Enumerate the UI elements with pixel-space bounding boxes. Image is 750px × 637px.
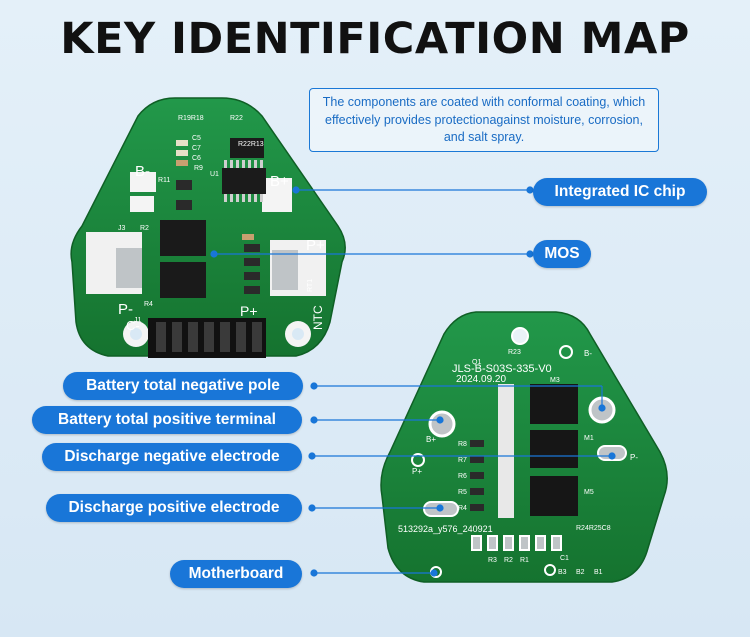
silk-r19: R19R18	[178, 115, 204, 122]
label-ic-chip: Integrated IC chip	[533, 178, 707, 206]
silk-c7: C7	[192, 145, 201, 152]
back-b3: B3	[558, 569, 567, 576]
silk-j3: J3	[118, 225, 126, 232]
back-r5: R5	[458, 489, 467, 496]
label-discharge-negative: Discharge negative electrode	[42, 443, 302, 471]
silk-r11: R11	[158, 177, 170, 184]
back-r24: R24R25C8	[576, 525, 611, 532]
back-r4: R4	[458, 505, 467, 512]
silk-c6: C6	[192, 155, 201, 162]
back-r23: R23	[508, 349, 521, 356]
label-discharge-positive: Discharge positive electrode	[46, 494, 302, 522]
back-model: JLS-B-S03S-335-V0	[452, 363, 552, 375]
back-r1: R1	[520, 557, 529, 564]
silk-u1: U1	[210, 171, 219, 178]
silk-c5: C5	[192, 135, 201, 142]
silk-p-plus: P+	[306, 237, 325, 254]
back-r7: R7	[458, 457, 467, 464]
back-date: 2024.09.20	[456, 374, 506, 385]
back-r2: R2	[504, 557, 513, 564]
back-b2: B2	[576, 569, 585, 576]
silk-rt1: RT1	[307, 279, 314, 292]
silk-r22b: R22R13	[238, 141, 264, 148]
callout-dot-mos	[210, 250, 218, 258]
back-m1: M1	[584, 435, 594, 442]
silk-r22: R22	[230, 115, 243, 122]
silk-j1: J1	[134, 317, 142, 324]
back-p-plus: P+	[412, 467, 422, 476]
back-m5: M5	[584, 489, 594, 496]
silk-p-minus: P-	[118, 301, 133, 318]
silk-c-minus: C-	[126, 318, 140, 333]
back-r8: R8	[458, 441, 467, 448]
back-p-minus: P-	[630, 453, 638, 462]
silk-b-plus: B+	[270, 173, 289, 190]
back-b1: B1	[594, 569, 603, 576]
back-board: JLS-B-S03S-335-V0 2024.09.20 M3 M1 M5 R2…	[380, 311, 668, 583]
callout-dot-ic	[292, 186, 300, 194]
back-serial: 513292a_y576_240921	[398, 524, 493, 534]
coating-note: The components are coated with conformal…	[309, 88, 659, 152]
silk-ntc: NTC	[311, 305, 325, 330]
silk-r9: R9	[194, 165, 203, 172]
back-q1: Q1	[472, 359, 481, 366]
back-b-plus: B+	[426, 435, 436, 444]
label-mos: MOS	[533, 240, 591, 268]
label-battery-negative-pole: Battery total negative pole	[63, 372, 303, 400]
back-b-minus: B-	[584, 349, 592, 358]
label-battery-positive-terminal: Battery total positive terminal	[32, 406, 302, 434]
back-r6: R6	[458, 473, 467, 480]
front-board: B- B+ P+ P- P+ C- NTC R19R18 R22 R22R13 …	[70, 97, 346, 358]
callout-lines	[210, 186, 616, 577]
silk-r4: R4	[144, 301, 153, 308]
silk-r2: R2	[140, 225, 149, 232]
back-r3: R3	[488, 557, 497, 564]
silk-b-minus: B-	[135, 163, 150, 180]
back-c1: C1	[560, 555, 569, 562]
page-title: KEY IDENTIFICATION MAP	[60, 14, 690, 64]
back-m3: M3	[550, 377, 560, 384]
label-motherboard: Motherboard	[170, 560, 302, 588]
silk-p-plus-bottom: P+	[240, 303, 258, 319]
